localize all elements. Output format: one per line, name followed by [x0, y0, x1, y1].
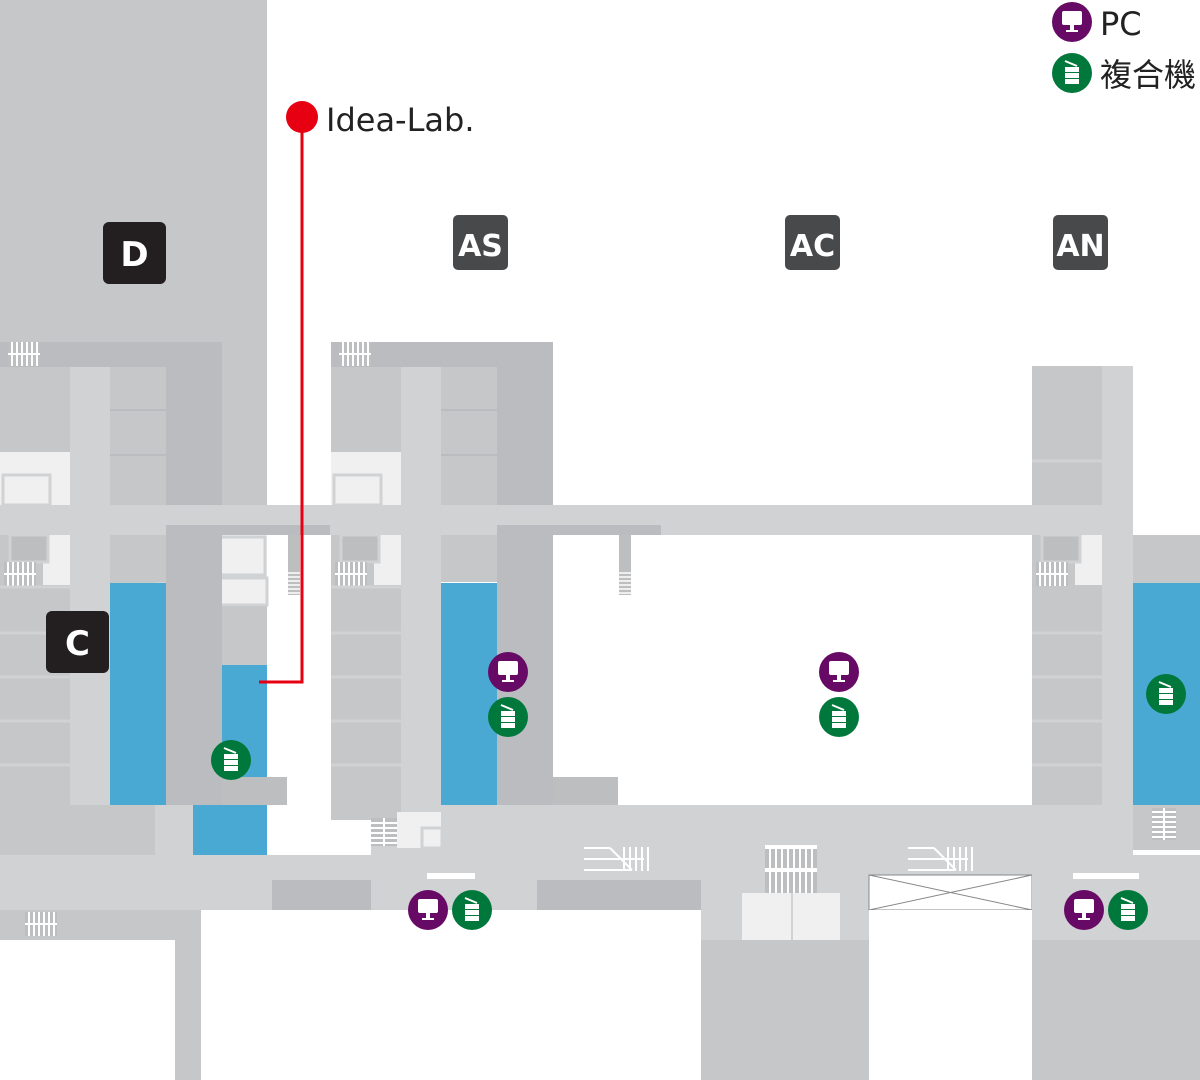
legend-pc-label: PC — [1100, 5, 1142, 43]
building-label-d: D — [103, 222, 166, 284]
building-label-c: C — [46, 611, 109, 673]
pc-icon[interactable] — [1064, 890, 1104, 930]
pc-icon[interactable] — [488, 652, 528, 692]
idea-lab-label: Idea-Lab. — [326, 101, 475, 139]
svg-text:D: D — [120, 235, 148, 275]
multifunction-printer-icon — [1051, 52, 1093, 94]
svg-text:AC: AC — [790, 229, 835, 264]
multifunction-printer-icon[interactable] — [487, 696, 529, 738]
svg-text:AN: AN — [1056, 229, 1104, 264]
building-label-an: AN — [1053, 215, 1108, 270]
pc-icon[interactable] — [408, 890, 448, 930]
escalator — [583, 846, 655, 872]
multifunction-printer-icon[interactable] — [210, 739, 252, 781]
legend-mfp-label: 複合機 — [1100, 56, 1196, 94]
svg-text:AS: AS — [458, 229, 503, 264]
multifunction-printer-icon[interactable] — [451, 889, 493, 931]
escalator — [907, 846, 979, 872]
multifunction-printer-icon[interactable] — [1107, 889, 1149, 931]
multifunction-printer-icon[interactable] — [1145, 673, 1187, 715]
void-area — [868, 874, 1033, 911]
multifunction-printer-icon[interactable] — [818, 696, 860, 738]
building-label-ac: AC — [785, 215, 840, 270]
pc-icon — [1052, 2, 1092, 42]
building-label-as: AS — [453, 215, 508, 270]
building-ac — [331, 342, 661, 820]
pc-icon[interactable] — [819, 652, 859, 692]
legend: PC 複合機 — [1051, 2, 1196, 94]
idea-lab-marker[interactable]: Idea-Lab. — [259, 101, 475, 684]
svg-text:C: C — [65, 624, 90, 664]
building-as — [0, 342, 330, 820]
location-pin-icon — [286, 101, 318, 133]
